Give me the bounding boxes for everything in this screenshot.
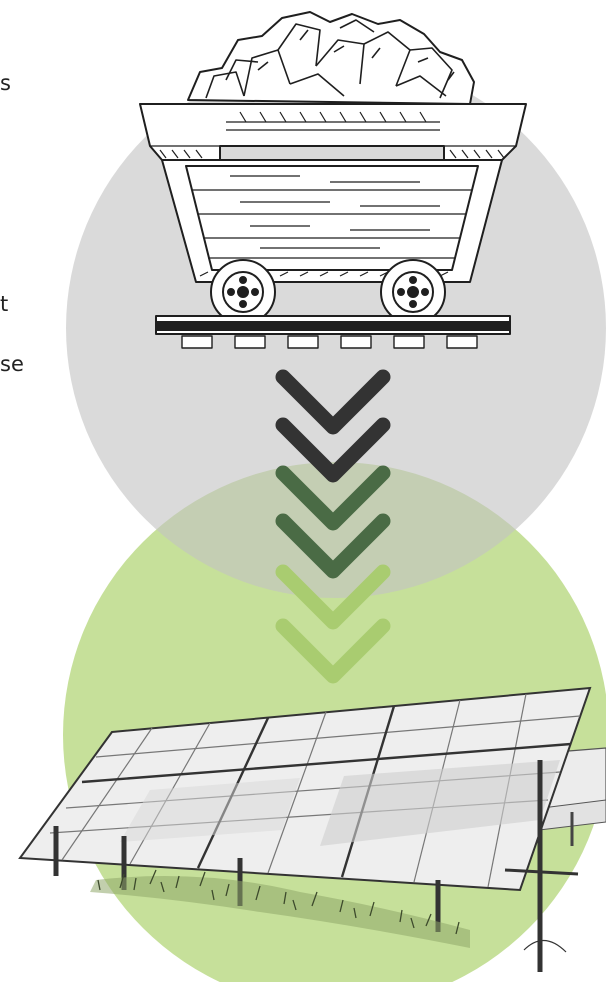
coal-to-solar-illustration <box>0 0 606 982</box>
